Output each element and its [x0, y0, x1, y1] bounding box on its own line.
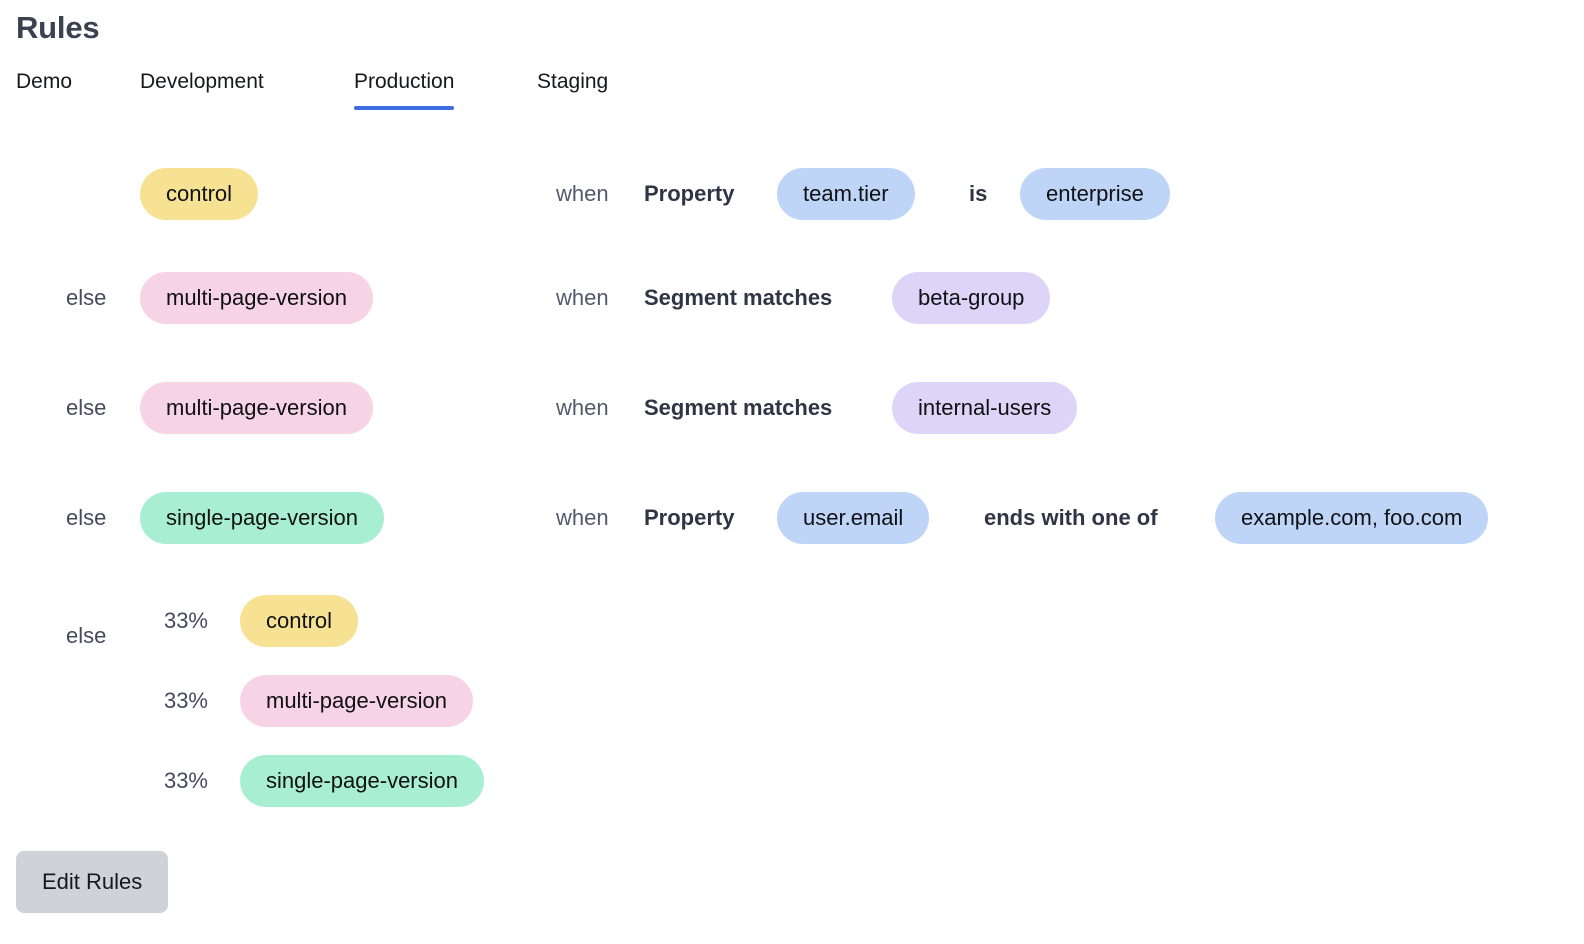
condition-value-pill[interactable]: enterprise — [1020, 168, 1170, 220]
condition-kind-label: Property — [644, 181, 735, 206]
rollout-percent[interactable]: 33% — [163, 608, 208, 633]
when-label: when — [556, 505, 609, 530]
rules-list: control when Property team.tier is enter… — [0, 145, 1584, 841]
rule-row: else single-page-version when Property u… — [0, 463, 1584, 573]
tab-development-label: Development — [140, 70, 264, 93]
rule-row: else multi-page-version when Segment mat… — [0, 243, 1584, 353]
when-label: when — [556, 285, 609, 310]
condition-kind-label: Segment matches — [644, 285, 833, 310]
rollout-percent[interactable]: 33% — [163, 768, 208, 793]
variant-pill[interactable]: multi-page-version — [140, 382, 373, 434]
variant-pill[interactable]: single-page-version — [240, 755, 484, 807]
rollout-row: 33% control — [0, 581, 1584, 661]
tab-staging-label: Staging — [537, 70, 609, 93]
tab-demo[interactable]: Demo — [16, 70, 72, 110]
edit-rules-button[interactable]: Edit Rules — [16, 851, 169, 913]
else-label: else — [66, 623, 107, 648]
tab-staging[interactable]: Staging — [537, 70, 608, 110]
condition-operator-label: is — [969, 181, 988, 206]
rollout-block: else 33% control 33% multi-page-version … — [0, 581, 1584, 841]
tab-demo-label: Demo — [16, 70, 73, 93]
else-label: else — [66, 285, 107, 310]
condition-subject-pill[interactable]: user.email — [777, 492, 930, 544]
variant-pill[interactable]: multi-page-version — [240, 675, 473, 727]
condition-subject-pill[interactable]: beta-group — [892, 272, 1051, 324]
rollout-row: 33% single-page-version — [0, 741, 1584, 821]
condition-kind-label: Segment matches — [644, 395, 833, 420]
active-tab-underline — [354, 106, 455, 110]
condition-subject-pill[interactable]: team.tier — [777, 168, 915, 220]
when-label: when — [556, 181, 609, 206]
rule-row: else multi-page-version when Segment mat… — [0, 353, 1584, 463]
else-label: else — [66, 505, 107, 530]
condition-value-pill[interactable]: example.com, foo.com — [1215, 492, 1489, 544]
rollout-row: 33% multi-page-version — [0, 661, 1584, 741]
condition-operator-label: ends with one of — [984, 505, 1158, 530]
rule-row: control when Property team.tier is enter… — [0, 145, 1584, 243]
tab-production[interactable]: Production — [354, 70, 455, 110]
variant-pill[interactable]: control — [140, 168, 259, 220]
tab-production-label: Production — [354, 70, 455, 93]
page-title: Rules — [16, 10, 100, 45]
rollout-percent[interactable]: 33% — [163, 688, 208, 713]
variant-pill[interactable]: control — [240, 595, 359, 647]
else-label: else — [66, 395, 107, 420]
tab-development[interactable]: Development — [140, 70, 264, 110]
when-label: when — [556, 395, 609, 420]
variant-pill[interactable]: single-page-version — [140, 492, 384, 544]
condition-subject-pill[interactable]: internal-users — [892, 382, 1078, 434]
condition-kind-label: Property — [644, 505, 735, 530]
variant-pill[interactable]: multi-page-version — [140, 272, 373, 324]
